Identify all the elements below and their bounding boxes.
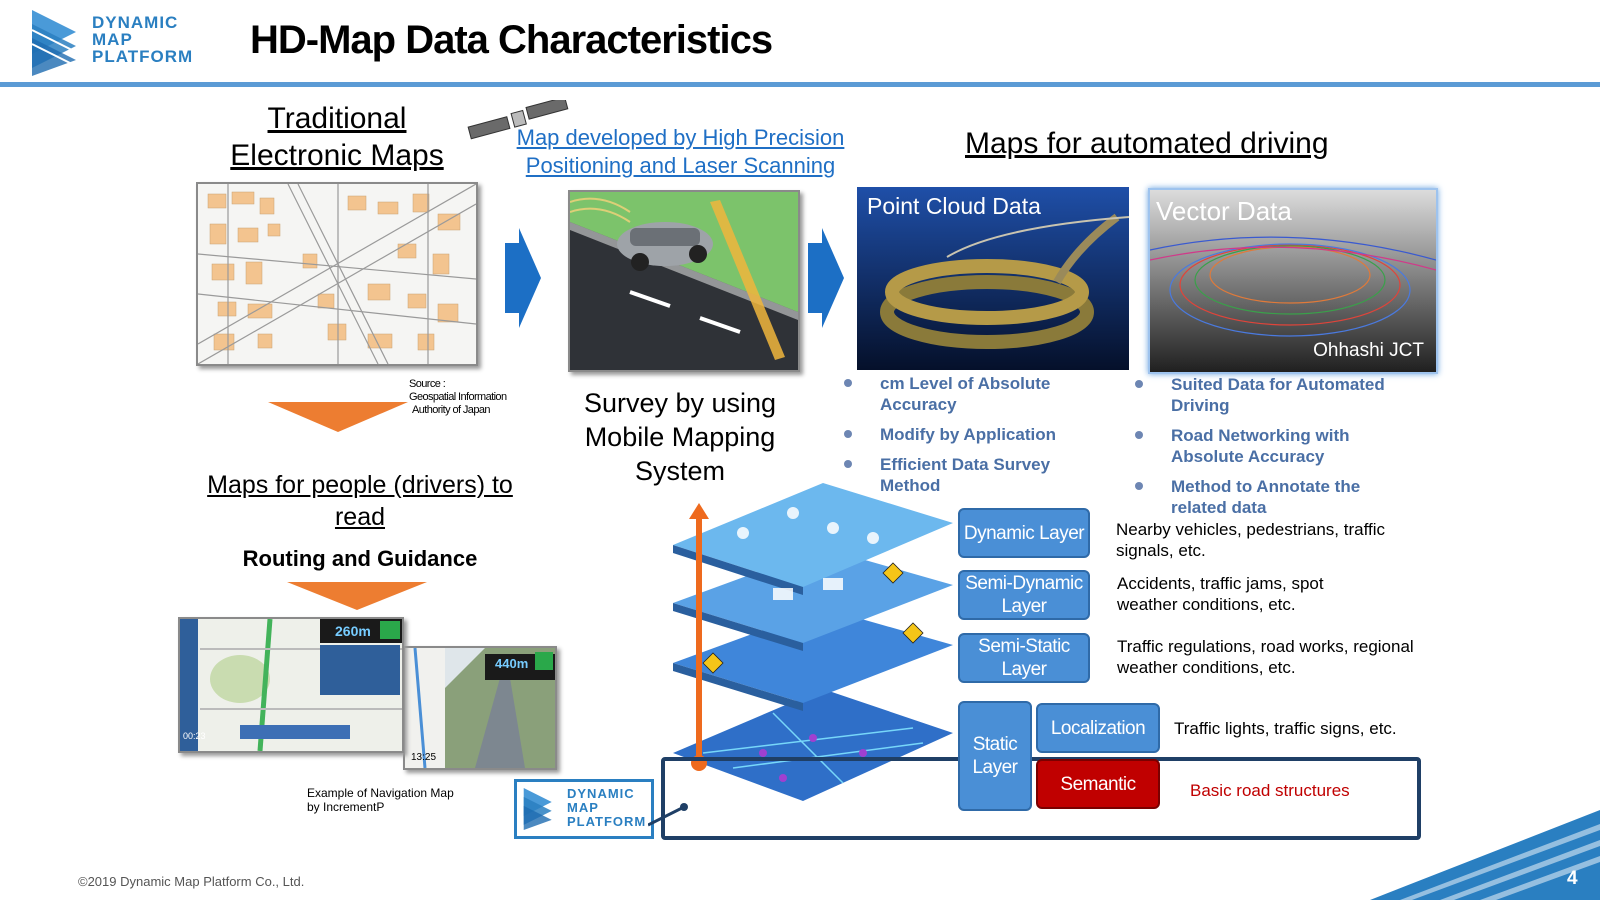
mobile-mapping-image bbox=[568, 190, 800, 372]
nav-map-caption: Example of Navigation Map by IncrementP bbox=[307, 786, 454, 814]
semantic-layer-button[interactable]: Semantic bbox=[1036, 759, 1160, 809]
map-source-caption: Source : Geospatial Information Authorit… bbox=[409, 378, 507, 417]
navigation-screen-2: 440m 13:25 bbox=[403, 646, 557, 770]
footer-stripes bbox=[1370, 810, 1600, 900]
right-arrow-icon bbox=[808, 228, 844, 328]
logo-mark-icon bbox=[523, 788, 552, 830]
survey-heading: Map developed by High Precision Position… bbox=[503, 124, 858, 180]
small-logo-line-1: DYNAMIC bbox=[567, 786, 635, 801]
source-line-1: Source : bbox=[409, 378, 446, 390]
traditional-heading-line-2: Electronic Maps bbox=[230, 139, 444, 172]
page-title: HD-Map Data Characteristics bbox=[250, 18, 773, 62]
right-arrow-icon bbox=[505, 228, 541, 328]
nav-distance-1: 260m bbox=[335, 623, 371, 639]
survey-heading-line-1: Map developed by High Precision bbox=[516, 125, 845, 150]
localization-layer-desc: Traffic lights, traffic signs, etc. bbox=[1174, 719, 1397, 738]
nav-time-2: 13:25 bbox=[411, 752, 437, 763]
logo: DYNAMIC MAP PLATFORM bbox=[32, 10, 202, 76]
point-cloud-label: Point Cloud Data bbox=[867, 193, 1041, 219]
vector-location-label: Ohhashi JCT bbox=[1313, 340, 1424, 361]
small-logo-line-3: PLATFORM bbox=[567, 814, 647, 829]
satellite-icon bbox=[467, 100, 569, 140]
point-cloud-image: Point Cloud Data bbox=[857, 187, 1129, 370]
down-arrow-icon bbox=[268, 402, 408, 432]
vector-data-image: Vector Data Ohhashi JCT bbox=[1148, 188, 1438, 374]
navigation-screen-1: 260m 00:23 bbox=[178, 617, 404, 753]
survey-caption-line-1: Survey by using bbox=[583, 388, 777, 418]
localization-layer-button[interactable]: Localization bbox=[1036, 703, 1160, 753]
logo-line-3: PLATFORM bbox=[92, 47, 194, 66]
list-item: Road Networking with Absolute Accuracy bbox=[1131, 425, 1411, 467]
traditional-maps-heading: Traditional Electronic Maps bbox=[222, 100, 452, 174]
list-item: Modify by Application bbox=[840, 424, 1100, 445]
logo-mark-icon bbox=[32, 10, 76, 76]
vector-bullets: Suited Data for Automated Driving Road N… bbox=[1131, 374, 1411, 527]
semi-dynamic-layer-desc: Accidents, traffic jams, spot weather co… bbox=[1117, 574, 1324, 614]
copyright-text: ©2019 Dynamic Map Platform Co., Ltd. bbox=[78, 874, 305, 889]
connector-line bbox=[648, 803, 688, 827]
source-line-2: Geospatial Information bbox=[409, 391, 507, 403]
point-cloud-bullets: cm Level of Absolute Accuracy Modify by … bbox=[840, 373, 1100, 505]
nav-time-1: 00:23 bbox=[183, 731, 206, 741]
survey-heading-line-2: Positioning and Laser Scanning bbox=[525, 153, 836, 178]
survey-caption: Survey by using Mobile Mapping System bbox=[560, 386, 800, 488]
logo-line-2: MAP bbox=[92, 30, 133, 49]
source-line-3: Authority of Japan bbox=[412, 404, 490, 416]
traditional-heading-line-1: Traditional bbox=[267, 102, 407, 135]
dynamic-layer-button[interactable]: Dynamic Layer bbox=[958, 508, 1090, 558]
header-divider bbox=[0, 82, 1600, 87]
nav-caption-line-2: by IncrementP bbox=[307, 800, 385, 814]
automated-maps-heading: Maps for automated driving bbox=[965, 127, 1329, 160]
layer-stack-illustration bbox=[673, 483, 953, 801]
small-logo-line-2: MAP bbox=[567, 800, 599, 815]
down-arrow-icon bbox=[287, 582, 427, 610]
survey-caption-line-3: System bbox=[634, 456, 726, 486]
people-maps-heading: Maps for people (drivers) to read bbox=[207, 471, 513, 531]
traditional-map-image bbox=[196, 182, 478, 366]
semantic-layer-desc: Basic road structures bbox=[1190, 781, 1350, 800]
list-item: Efficient Data Survey Method bbox=[840, 454, 1100, 496]
page-number: 4 bbox=[1567, 868, 1578, 889]
nav-caption-line-1: Example of Navigation Map bbox=[307, 786, 454, 800]
survey-caption-line-2: Mobile Mapping bbox=[584, 422, 776, 452]
vector-data-label: Vector Data bbox=[1156, 196, 1292, 226]
static-layer-button[interactable]: Static Layer bbox=[958, 701, 1032, 811]
list-item: Suited Data for Automated Driving bbox=[1131, 374, 1411, 416]
routing-label: Routing and Guidance bbox=[242, 546, 478, 571]
semi-static-layer-button[interactable]: Semi-Static Layer bbox=[958, 633, 1090, 683]
logo-line-1: DYNAMIC bbox=[92, 13, 179, 32]
semi-dynamic-layer-button[interactable]: Semi-Dynamic Layer bbox=[958, 570, 1090, 620]
semi-static-layer-desc: Traffic regulations, road works, regiona… bbox=[1117, 637, 1414, 677]
list-item: cm Level of Absolute Accuracy bbox=[840, 373, 1100, 415]
list-item: Method to Annotate the related data bbox=[1131, 476, 1411, 518]
dmp-logo-box: DYNAMIC MAP PLATFORM bbox=[514, 779, 654, 839]
dynamic-layer-desc: Nearby vehicles, pedestrians, traffic si… bbox=[1116, 520, 1385, 560]
nav-distance-2: 440m bbox=[495, 656, 529, 671]
